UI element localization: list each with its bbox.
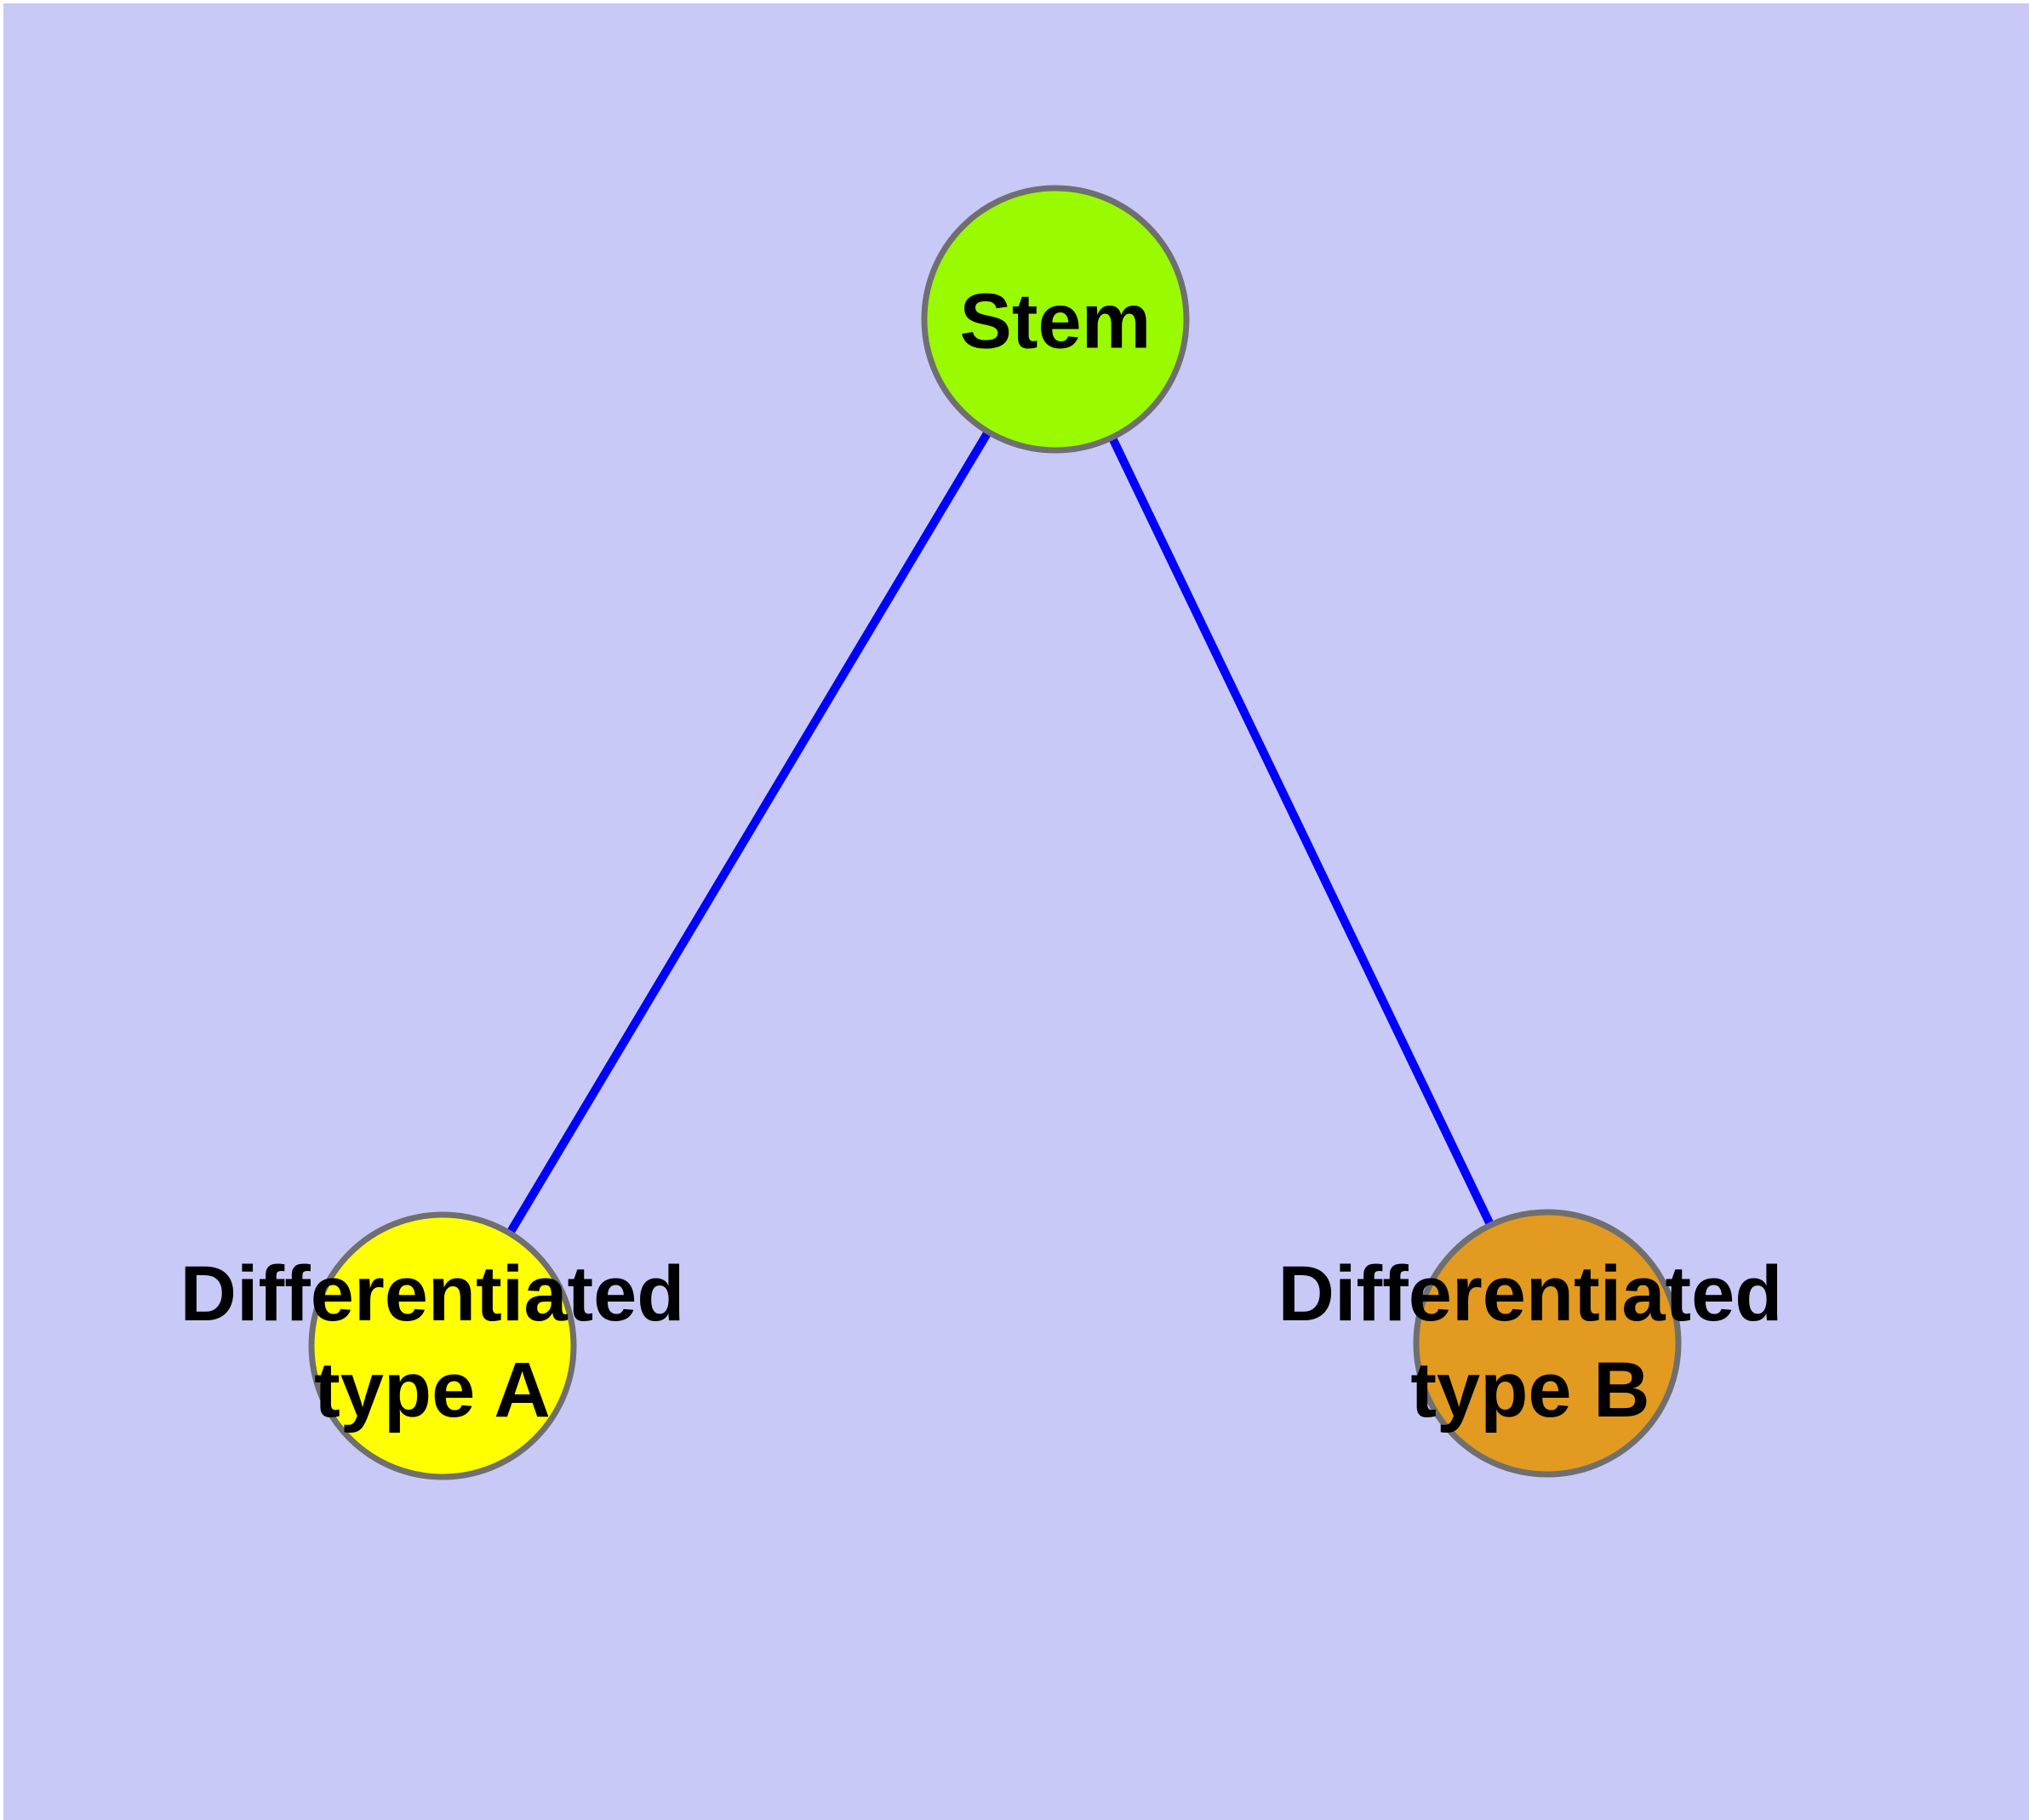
node-label-differentiated-type-a: Differentiated type A xyxy=(180,1246,685,1439)
node-label-type-a-line1: Differentiated xyxy=(180,1251,685,1337)
node-label-stem-text: Stem xyxy=(959,278,1152,365)
node-differentiated-type-a xyxy=(308,1211,577,1480)
node-label-stem: Stem xyxy=(960,274,1152,370)
node-label-type-b-line1: Differentiated xyxy=(1277,1251,1783,1337)
node-label-differentiated-type-b: Differentiated type B xyxy=(1278,1246,1783,1439)
edge-stem-to-type-a xyxy=(438,317,1060,1348)
edge-stem-to-type-b xyxy=(1051,317,1552,1346)
node-label-type-b-line2: type B xyxy=(1410,1347,1650,1434)
node-stem xyxy=(921,185,1190,454)
node-label-type-a-line2: type A xyxy=(314,1347,551,1434)
node-differentiated-type-b xyxy=(1413,1209,1682,1478)
